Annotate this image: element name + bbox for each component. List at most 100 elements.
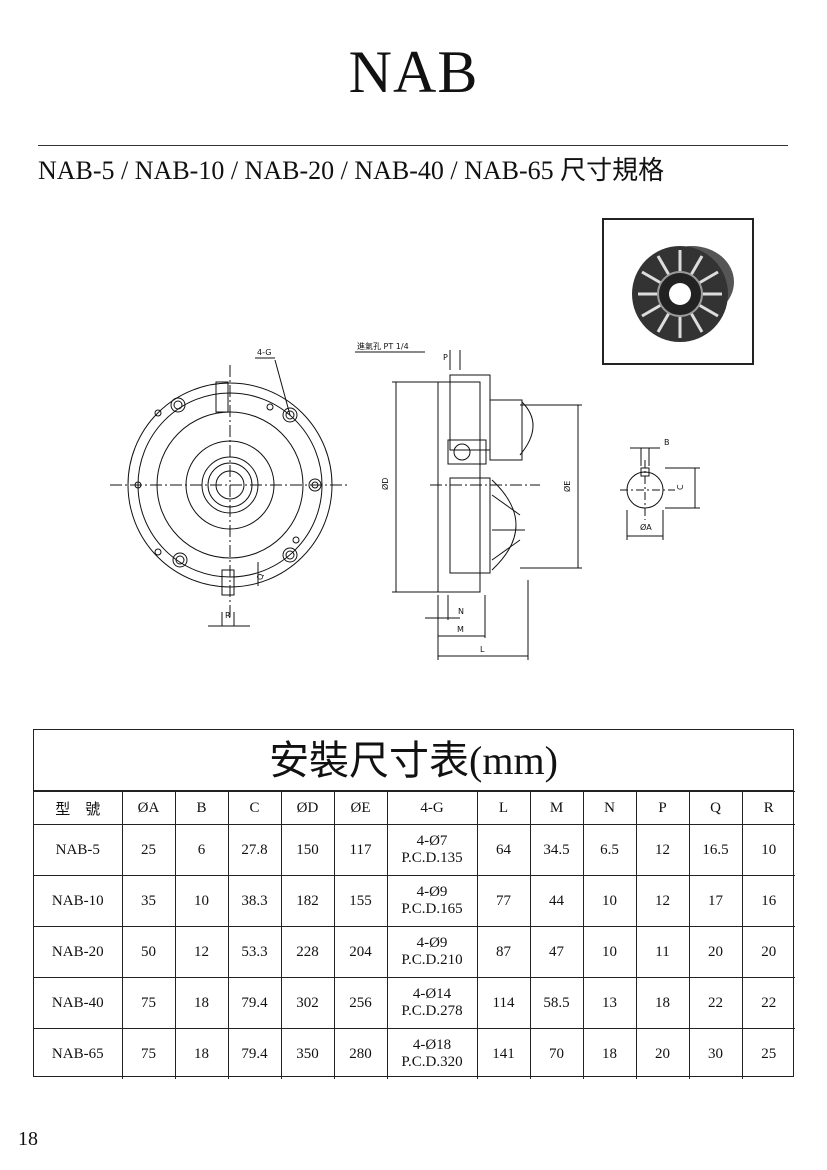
- cell-r: 25: [741, 1028, 795, 1079]
- cell-model: NAB-5: [34, 824, 123, 876]
- cell-n: 10: [582, 926, 637, 978]
- cell-c: 27.8: [227, 824, 282, 876]
- cell-b: 12: [174, 926, 229, 978]
- cell-m: 47: [529, 926, 584, 978]
- cell-l: 77: [476, 875, 531, 927]
- cell-c: 79.4: [227, 1028, 282, 1079]
- cell-n: 10: [582, 875, 637, 927]
- table-header-row: 型 號 ØA B C ØD ØE 4-G L M N P Q R: [34, 791, 795, 825]
- cell-m: 70: [529, 1028, 584, 1079]
- cell-a: 35: [121, 875, 176, 927]
- cell-p: 18: [635, 977, 690, 1029]
- cell-n: 6.5: [582, 824, 637, 876]
- page-number: 18: [18, 1128, 38, 1150]
- cell-n: 18: [582, 1028, 637, 1079]
- label-e: ØE: [562, 481, 572, 492]
- cell-p: 11: [635, 926, 690, 978]
- column-header: C: [227, 791, 282, 825]
- dimension-table-grid: 型 號 ØA B C ØD ØE 4-G L M N P Q R NAB-5 2…: [34, 791, 795, 1079]
- cell-b: 10: [174, 875, 229, 927]
- cell-q: 17: [688, 875, 743, 927]
- cell-c: 79.4: [227, 977, 282, 1029]
- cell-p: 12: [635, 875, 690, 927]
- cell-p: 12: [635, 824, 690, 876]
- label-air-hole: 進氣孔 PT 1/4: [357, 341, 409, 351]
- cell-g-holes: 4-Ø9: [416, 935, 448, 951]
- column-header: ØA: [121, 791, 176, 825]
- cell-g-holes: 4-Ø9: [416, 884, 448, 900]
- page-title: NAB: [348, 39, 479, 105]
- cell-e: 204: [333, 926, 388, 978]
- cell-e: 155: [333, 875, 388, 927]
- cell-b: 18: [174, 1028, 229, 1079]
- label-p: P: [443, 353, 448, 362]
- cell-r: 22: [741, 977, 795, 1029]
- label-d: ØD: [380, 478, 390, 490]
- cell-m: 44: [529, 875, 584, 927]
- cell-d: 182: [280, 875, 335, 927]
- cell-d: 302: [280, 977, 335, 1029]
- cell-g-pcd: P.C.D.210: [401, 952, 463, 968]
- cell-g-pcd: P.C.D.135: [401, 850, 463, 866]
- label-q: Q: [256, 574, 265, 580]
- label-a: ØA: [640, 522, 652, 532]
- cell-e: 117: [333, 824, 388, 876]
- label-n: N: [458, 607, 464, 616]
- cell-model: NAB-20: [34, 926, 123, 978]
- column-header: M: [529, 791, 584, 825]
- label-b: B: [664, 438, 670, 447]
- cell-a: 25: [121, 824, 176, 876]
- cell-g-pcd: P.C.D.165: [401, 901, 463, 917]
- cell-b: 18: [174, 977, 229, 1029]
- cell-e: 256: [333, 977, 388, 1029]
- cell-c: 38.3: [227, 875, 282, 927]
- cell-r: 16: [741, 875, 795, 927]
- cell-p: 20: [635, 1028, 690, 1079]
- column-header: Q: [688, 791, 743, 825]
- cell-l: 141: [476, 1028, 531, 1079]
- column-header: L: [476, 791, 531, 825]
- cell-m: 58.5: [529, 977, 584, 1029]
- cell-g-holes: 4-Ø7: [416, 833, 448, 849]
- column-header: 4-G: [386, 791, 478, 825]
- cell-r: 20: [741, 926, 795, 978]
- cell-g-holes: 4-Ø18: [412, 1037, 452, 1053]
- cell-model: NAB-40: [34, 977, 123, 1029]
- cell-d: 150: [280, 824, 335, 876]
- cell-q: 20: [688, 926, 743, 978]
- label-r: R: [225, 611, 231, 620]
- column-header: ØE: [333, 791, 388, 825]
- cell-l: 114: [476, 977, 531, 1029]
- column-header: 型 號: [34, 791, 123, 825]
- column-header: N: [582, 791, 637, 825]
- cell-model: NAB-65: [34, 1028, 123, 1079]
- cell-d: 350: [280, 1028, 335, 1079]
- column-header: P: [635, 791, 690, 825]
- product-photo: [602, 218, 754, 365]
- cell-m: 34.5: [529, 824, 584, 876]
- cell-q: 16.5: [688, 824, 743, 876]
- cell-model: NAB-10: [34, 875, 123, 927]
- label-m: M: [457, 625, 464, 634]
- table-caption: 安裝尺寸表(mm): [34, 730, 793, 791]
- cell-g-pcd: P.C.D.320: [401, 1054, 463, 1070]
- label-4g: 4-G: [257, 348, 271, 357]
- page-subtitle: NAB-5 / NAB-10 / NAB-20 / NAB-40 / NAB-6…: [38, 156, 665, 185]
- cell-b: 6: [174, 824, 229, 876]
- cell-l: 64: [476, 824, 531, 876]
- cell-a: 75: [121, 977, 176, 1029]
- cell-c: 53.3: [227, 926, 282, 978]
- cell-a: 50: [121, 926, 176, 978]
- installation-dimension-table: 安裝尺寸表(mm) 型 號 ØA B C ØD ØE 4-G L M N P Q…: [33, 729, 795, 1079]
- cell-q: 22: [688, 977, 743, 1029]
- dimension-drawing: 4-G 進氣孔 PT 1/4 P ØD ØE N M L Q R B C ØA: [110, 341, 700, 660]
- cell-g-holes: 4-Ø14: [412, 986, 452, 1002]
